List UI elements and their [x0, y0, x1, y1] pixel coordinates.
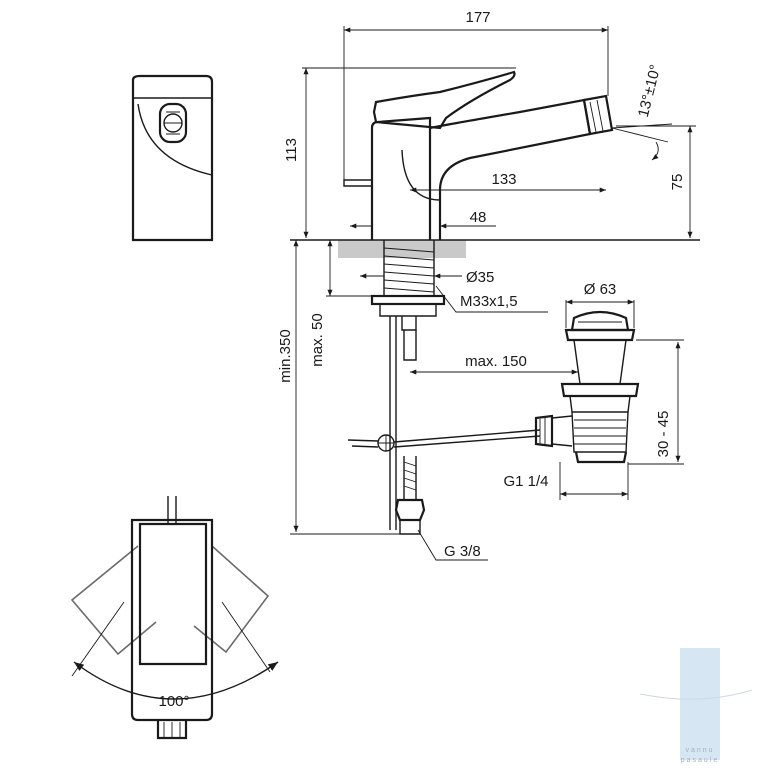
dim-body-diameter: Ø35 — [466, 269, 494, 286]
dim-lever-rotation: 100° — [158, 693, 189, 710]
dim-hose-thread: G 3/8 — [444, 543, 481, 560]
watermark-text-1: vannu — [685, 747, 714, 754]
dim-spout-height: 75 — [669, 174, 686, 191]
watermark-text-2: pasaule — [681, 757, 720, 764]
side-view — [290, 70, 700, 535]
dim-waste-thread: G1 1/4 — [503, 473, 548, 490]
front-view — [131, 74, 214, 242]
dim-max-deck-thickness: max. 50 — [309, 313, 326, 366]
waste-assembly — [534, 310, 640, 464]
dim-overall-height: 113 — [283, 138, 300, 162]
watermark-logo: vannu pasaule — [639, 648, 753, 764]
dim-thread: M33x1,5 — [460, 293, 518, 310]
dim-overall-length: 177 — [465, 9, 490, 26]
dim-min-length: min.350 — [277, 329, 294, 382]
dim-spout-angle: 13°±10° — [635, 63, 664, 119]
dim-max-rod-length: max. 150 — [465, 353, 527, 370]
dim-spout-reach: 133 — [491, 171, 516, 188]
dim-base-offset: 48 — [470, 209, 487, 226]
dim-waste-diameter: Ø 63 — [584, 281, 617, 298]
top-view — [70, 496, 279, 740]
dimension-lines — [290, 26, 696, 561]
dim-waste-range: 30 - 45 — [655, 411, 672, 458]
